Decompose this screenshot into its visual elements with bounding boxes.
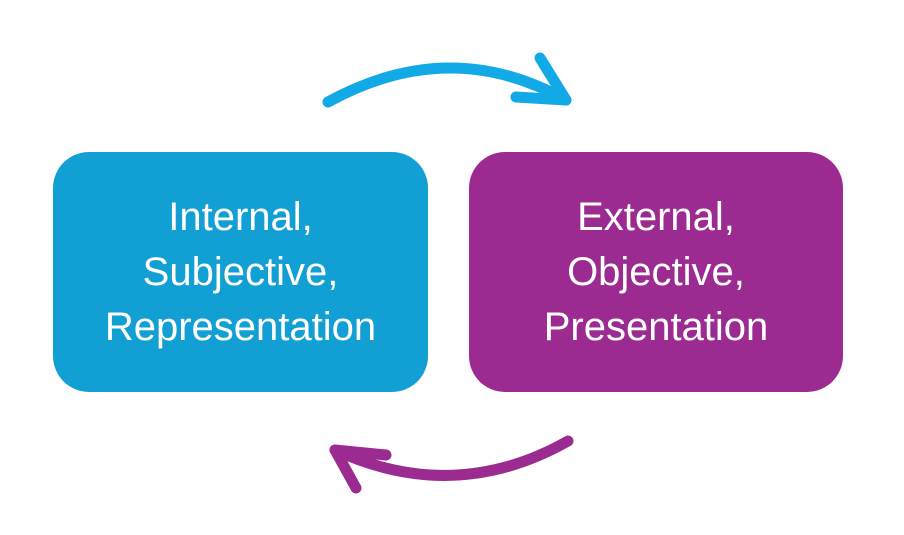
top-arrow-head bbox=[510, 52, 572, 106]
internal-subjective-representation-box: Internal, Subjective, Representation bbox=[53, 152, 428, 392]
external-objective-presentation-box: External, Objective, Presentation bbox=[469, 152, 843, 392]
box-left-line-2: Subjective, bbox=[142, 249, 339, 294]
bottom-arrow-head bbox=[329, 444, 392, 494]
box-left-line-1: Internal, bbox=[168, 194, 313, 239]
box-right-line-1: External, bbox=[577, 194, 735, 239]
box-right-line-3: Presentation bbox=[543, 304, 769, 349]
box-right-line-2: Objective, bbox=[567, 249, 745, 294]
curved-arrow-left-icon bbox=[329, 435, 574, 494]
top-arrow-shaft bbox=[322, 62, 572, 108]
bottom-arrow-shaft bbox=[329, 435, 574, 481]
box-left-line-3: Representation bbox=[104, 304, 377, 349]
curved-arrow-right-icon bbox=[322, 52, 572, 108]
